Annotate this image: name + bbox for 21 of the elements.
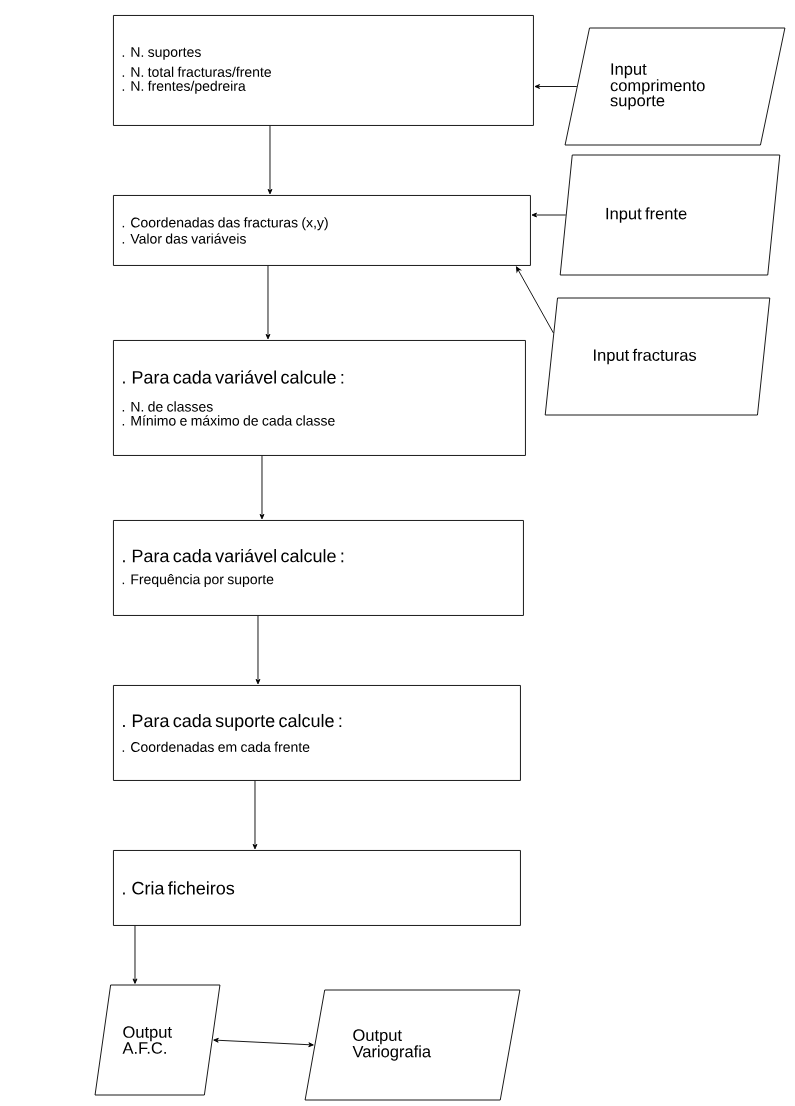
arrow — [534, 84, 578, 89]
arrow — [531, 212, 567, 218]
process-box: . Para cada suporte calcule : . Coordenadas em cada frente — [113, 685, 521, 781]
process-box: . Cria ficheiros — [113, 850, 521, 926]
input-output-parallelogram: Input frente — [559, 154, 781, 276]
input-output-parallelogram: Output Variografia — [304, 989, 521, 1101]
arrow — [132, 925, 138, 984]
process-box: . Coordenadas das fracturas (x,y) . Valor das variáveis — [113, 195, 531, 266]
process-box: . Para cada variável calcule : . Frequência por suporte — [113, 520, 524, 616]
input-output-parallelogram: Input fracturas — [544, 297, 771, 416]
arrow — [252, 780, 258, 850]
arrow — [213, 1037, 314, 1048]
input-output-parallelogram: Output A.F.C. — [94, 984, 221, 1096]
arrow — [255, 615, 261, 685]
arrow — [516, 266, 554, 334]
arrow — [265, 265, 271, 340]
input-output-parallelogram: Input comprimento suporte — [564, 27, 786, 146]
arrow — [267, 125, 273, 195]
process-box: . Para cada variável calcule : . N. de classes . Mínimo e máximo de cada classe — [113, 340, 526, 456]
process-box: . N. suportes . N. total fracturas/frente . N. frentes/pedreira — [113, 15, 534, 126]
arrow — [259, 455, 265, 520]
